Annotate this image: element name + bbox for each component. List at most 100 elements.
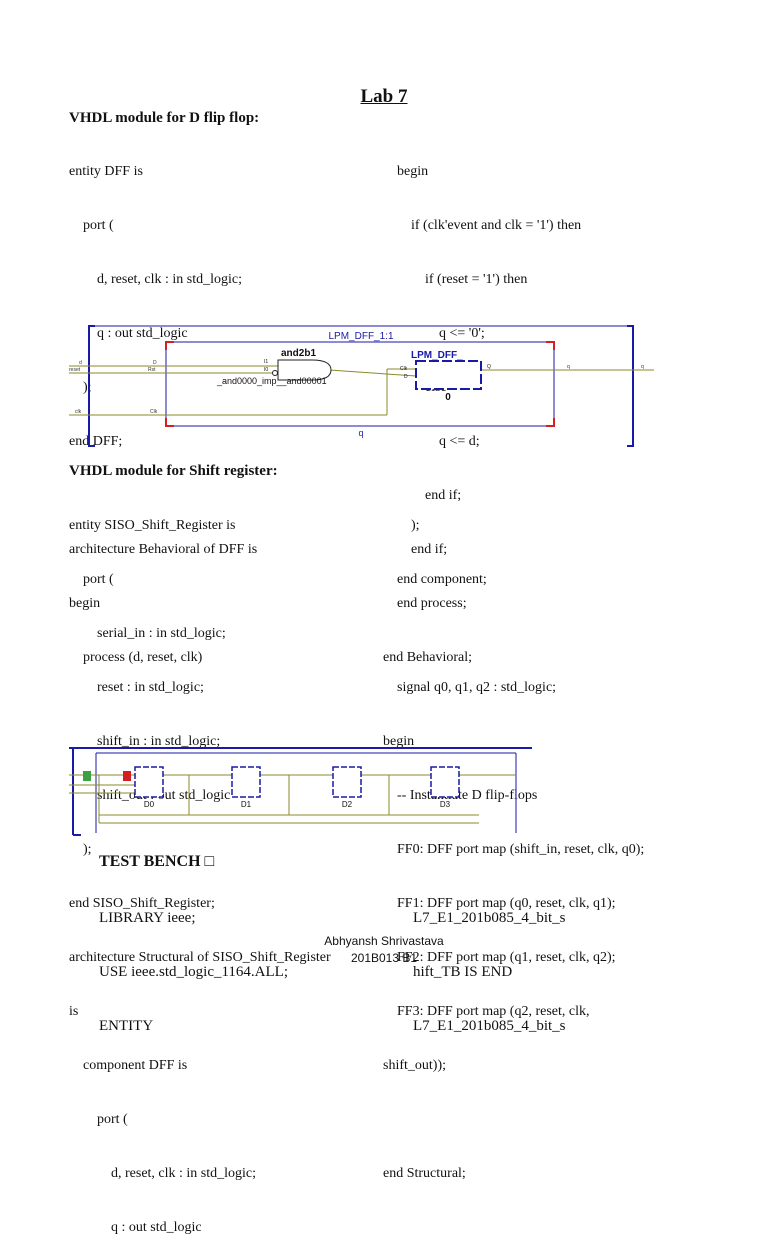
code-line: FF3: DFF port map (q2, reset, clk, <box>383 1004 590 1019</box>
code-line: FF0: DFF port map (shift_in, reset, clk,… <box>383 842 645 857</box>
ff-d1 <box>231 766 261 798</box>
code-line: d, reset, clk : in std_logic; <box>69 272 243 287</box>
code-line: end process; <box>383 596 467 611</box>
inner-corner <box>546 418 555 427</box>
code-line: end component; <box>383 572 487 587</box>
code-line: end if; <box>383 542 448 557</box>
code-line: signal q0, q1, q2 : std_logic; <box>383 680 557 695</box>
code-line: port ( <box>69 1112 128 1127</box>
testbench-heading: TEST BENCH □ <box>99 853 215 870</box>
code-line: q : out std_logic <box>69 1220 202 1235</box>
inner-corner <box>165 341 174 350</box>
gate-pin-label: I1 <box>264 359 268 365</box>
ff-label: D2 <box>342 800 353 809</box>
code-line: shift_out)); <box>383 1058 446 1073</box>
code-line: ENTITY <box>99 1018 154 1034</box>
code-line: reset : in std_logic; <box>69 680 204 695</box>
dff-schematic: LPM_DFF_1:1 q and2b1 _and0000_imp__and00… <box>69 325 654 447</box>
code-line: L7_E1_201b085_4_bit_s <box>413 910 566 926</box>
ff-d0 <box>134 766 164 798</box>
inverter-bubble <box>272 370 278 376</box>
ff-label: D3 <box>440 800 451 809</box>
code-line: entity DFF is <box>69 164 143 179</box>
code-line: shift_in : in std_logic; <box>69 734 221 749</box>
shift-heading: VHDL module for Shift register: <box>69 463 278 479</box>
gate-pin-label: I0 <box>264 367 268 373</box>
code-line: q <= d; <box>383 434 480 449</box>
inner-label-d: D <box>153 360 157 366</box>
dff-label: LPM_DFF_ <box>411 350 463 361</box>
inner-block <box>165 341 555 427</box>
inner-label-rst: Rst <box>148 367 156 373</box>
code-line: if (clk'event and clk = '1') then <box>383 218 582 233</box>
inner-corner <box>165 418 174 427</box>
code-line: L7_E1_201b085_4_bit_s <box>413 1018 566 1034</box>
code-line: begin <box>69 596 101 611</box>
code-line: end DFF; <box>69 434 123 449</box>
shift-code-right: ); end component; signal q0, q1, q2 : st… <box>383 481 644 1201</box>
code-line: begin <box>383 734 415 749</box>
dff-code-left: entity DFF is port ( d, reset, clk : in … <box>69 127 257 685</box>
ff-pin-label: D <box>404 374 408 380</box>
code-line: q <= '0'; <box>383 326 485 341</box>
ff-d2 <box>332 766 362 798</box>
testbench-code-left: LIBRARY ieee; USE ieee.std_logic_1164.AL… <box>99 873 288 1053</box>
dff-instance: 0 <box>445 392 451 403</box>
port-label-clk: clk <box>75 409 82 415</box>
shift-register-schematic: D0 D1 D2 D3 <box>69 747 532 836</box>
code-line: end SISO_Shift_Register; <box>69 896 215 911</box>
code-line: architecture Structural of SISO_Shift_Re… <box>69 950 331 965</box>
code-line: if (reset = '1') then <box>383 272 528 287</box>
code-line: FF2: DFF port map (q1, reset, clk, q2); <box>383 950 616 965</box>
port-label-d: d <box>79 360 82 366</box>
outer-frame-left <box>88 325 95 447</box>
ff-pin-label: Q <box>487 364 491 370</box>
code-line: port ( <box>69 572 114 587</box>
wire-gate-ff <box>328 369 417 377</box>
ff-label: D0 <box>144 800 155 809</box>
code-line: q : out std_logic <box>69 326 188 341</box>
footer-id: 201B013 B1 <box>350 951 418 965</box>
outer-label: LPM_DFF_1:1 <box>328 331 393 342</box>
ff-pin-label: Clk <box>400 366 408 372</box>
ff-d3 <box>430 766 460 798</box>
footer-name: Abhyansh Shrivastava <box>324 934 444 948</box>
and-gate-instance: _and0000_imp__and00001 <box>216 376 327 386</box>
code-line: end Structural; <box>383 1166 466 1181</box>
page-title: Lab 7 <box>360 86 408 107</box>
code-line: process (d, reset, clk) <box>69 650 203 665</box>
dff-heading: VHDL module for D flip flop: <box>69 110 260 126</box>
inner-label-clk: Clk <box>150 409 158 415</box>
start-marker <box>83 771 91 781</box>
probe-marker <box>123 771 131 781</box>
code-line: end Behavioral; <box>383 650 473 665</box>
code-line: architecture Behavioral of DFF is <box>69 542 258 557</box>
outer-frame-right <box>627 325 634 447</box>
code-line: USE ieee.std_logic_1164.ALL; <box>99 964 288 980</box>
code-line: end if; <box>383 488 462 503</box>
q-label: q <box>567 364 570 370</box>
code-line: ); <box>69 380 92 395</box>
inner-corner <box>546 341 555 350</box>
code-line: ); <box>69 842 92 857</box>
code-line: LIBRARY ieee; <box>99 910 196 926</box>
dff-code-right: begin if (clk'event and clk = '1') then … <box>383 127 581 685</box>
bottom-q-label: q <box>358 428 363 438</box>
code-line: FF1: DFF port map (q0, reset, clk, q1); <box>383 896 616 911</box>
code-line <box>383 1111 644 1129</box>
code-line: port ( <box>69 218 114 233</box>
q-out-label: q <box>641 364 644 370</box>
code-line: d, reset, clk : in std_logic; <box>69 1166 257 1181</box>
and-gate <box>277 359 332 381</box>
code-line <box>383 625 644 643</box>
code-line: hift_TB IS END <box>413 964 513 980</box>
code-line: serial_in : in std_logic; <box>69 626 226 641</box>
code-line: begin <box>383 164 429 179</box>
code-line: is <box>69 1004 79 1019</box>
code-line: component DFF is <box>69 1058 188 1073</box>
code-line: entity SISO_Shift_Register is <box>69 518 236 533</box>
code-line: ); <box>383 518 420 533</box>
and-gate-label: and2b1 <box>281 348 316 359</box>
port-label-reset: reset <box>69 367 81 373</box>
dff-block <box>415 360 482 390</box>
